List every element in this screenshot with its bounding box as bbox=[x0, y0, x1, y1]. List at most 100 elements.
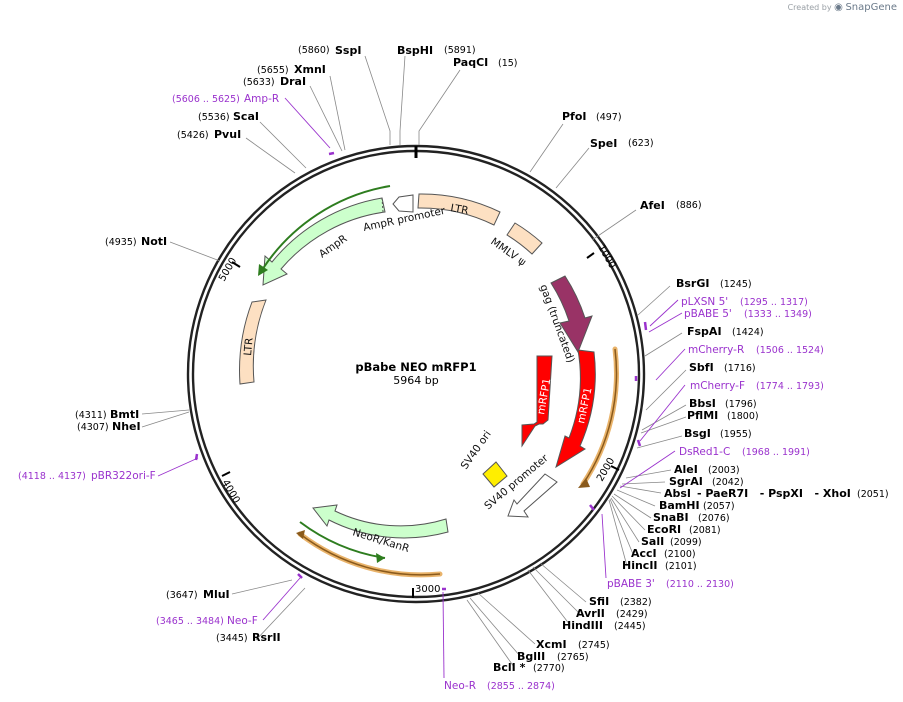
site-pos: (5633) bbox=[243, 77, 275, 88]
site-sspi[interactable]: (5860) SspI bbox=[298, 44, 361, 57]
site-name: XcmI bbox=[536, 638, 567, 651]
site-xcmi[interactable]: XcmI (2745) bbox=[536, 638, 610, 651]
site-rsrii[interactable]: (3445) RsrII bbox=[216, 631, 281, 644]
site-pflmi[interactable]: PflMI (1800) bbox=[687, 409, 759, 422]
site-pfoi[interactable]: PfoI (497) bbox=[562, 110, 622, 123]
primer-mcherry-r[interactable]: mCherry-R (1506 .. 1524) bbox=[688, 344, 824, 356]
snapgene-credit: Created by ◉ SnapGene bbox=[788, 2, 897, 13]
primer-name: Neo-R bbox=[444, 680, 476, 692]
site-absi[interactable]: AbsI - PaeR7I - PspXI - XhoI (2051) bbox=[664, 487, 889, 500]
feature-ltr-top-label: LTR bbox=[449, 202, 469, 217]
site-avrii[interactable]: AvrII (2429) bbox=[576, 607, 648, 620]
primer-leader bbox=[601, 513, 607, 579]
feature-mrfp1-inner[interactable] bbox=[521, 355, 553, 448]
site-sgrai[interactable]: SgrAI (2042) bbox=[669, 475, 744, 488]
site-alei[interactable]: AleI (2003) bbox=[674, 463, 740, 476]
feature-neor-kanr[interactable] bbox=[312, 504, 449, 539]
site-paqci[interactable]: PaqCI (15) bbox=[453, 56, 518, 69]
feature-ampr[interactable] bbox=[262, 197, 386, 286]
site-scai[interactable]: (5536) ScaI bbox=[198, 110, 259, 123]
site-sali[interactable]: SalI (2099) bbox=[641, 535, 702, 548]
primer-mark bbox=[589, 504, 595, 511]
site-xmni[interactable]: (5655) XmnI bbox=[257, 63, 326, 76]
feature-orange-band-bottom-line bbox=[299, 533, 441, 576]
feature-ampr-promoter[interactable] bbox=[392, 194, 414, 213]
site-bsrgi[interactable]: BsrGI (1245) bbox=[676, 277, 752, 290]
feature-ltr-left[interactable] bbox=[239, 299, 267, 385]
site-bglii[interactable]: BglII (2765) bbox=[517, 650, 589, 663]
site-name: NheI bbox=[112, 420, 141, 433]
site-snabi[interactable]: SnaBI (2076) bbox=[653, 511, 730, 524]
site-bsphi[interactable]: BspHI (5891) bbox=[397, 44, 476, 57]
site-mlui[interactable]: (3647) MluI bbox=[166, 588, 230, 601]
site-pvui[interactable]: (5426) PvuI bbox=[177, 128, 241, 141]
primer-name: DsRed1-C bbox=[679, 446, 730, 458]
primer-plxsn-5[interactable]: pLXSN 5' (1295 .. 1317) bbox=[681, 296, 808, 308]
primer-range: (5606 .. 5625) bbox=[172, 94, 240, 105]
primer-dsred1-c[interactable]: DsRed1-C (1968 .. 1991) bbox=[679, 446, 810, 458]
site-acci[interactable]: AccI (2100) bbox=[631, 547, 696, 560]
primer-pbabe-3[interactable]: pBABE 3' (2110 .. 2130) bbox=[607, 578, 734, 590]
primer-pbabe-5[interactable]: pBABE 5' (1333 .. 1349) bbox=[684, 308, 812, 320]
site-sfii[interactable]: SfiI (2382) bbox=[589, 595, 652, 608]
plasmid-name: pBabe NEO mRFP1 bbox=[355, 360, 476, 374]
leader-line bbox=[169, 241, 221, 262]
site-pos: (2429) bbox=[616, 609, 648, 620]
feature-mrfp1-outer[interactable] bbox=[555, 349, 596, 469]
primer-range: (3465 .. 3484) bbox=[156, 616, 224, 627]
primer-mcherry-f[interactable]: mCherry-F (1774 .. 1793) bbox=[690, 380, 824, 392]
feature-orange-band-right-arrow bbox=[578, 478, 590, 488]
primer-leader bbox=[284, 97, 331, 149]
site-drai[interactable]: (5633) DraI bbox=[243, 75, 306, 88]
site-pos: (886) bbox=[676, 200, 702, 211]
primer-marks bbox=[194, 151, 648, 591]
leader-line bbox=[329, 75, 346, 151]
site-pos: (5536) bbox=[198, 112, 230, 123]
leader-line bbox=[609, 498, 634, 555]
site-pos: (3445) bbox=[216, 633, 248, 644]
primer-name: pBABE 5' bbox=[684, 308, 732, 320]
site-afei[interactable]: AfeI (886) bbox=[640, 199, 702, 212]
site-bsgi[interactable]: BsgI (1955) bbox=[684, 427, 752, 440]
site-bmti[interactable]: (4311) BmtI bbox=[75, 408, 139, 421]
site-fspai[interactable]: FspAI (1424) bbox=[687, 325, 764, 338]
site-sbfi[interactable]: SbfI (1716) bbox=[689, 361, 756, 374]
feature-mmlv-psi[interactable] bbox=[506, 222, 543, 255]
primer-amp-r[interactable]: (5606 .. 5625) Amp-R bbox=[172, 93, 279, 105]
primer-leader bbox=[619, 450, 676, 489]
feature-sv40-ori-label: SV40 ori bbox=[459, 429, 494, 472]
site-bcli[interactable]: BclI * (2770) bbox=[493, 661, 565, 674]
feature-sv40-promoter[interactable] bbox=[507, 473, 558, 518]
site-pos: (1796) bbox=[725, 399, 757, 410]
primer-mark bbox=[643, 321, 648, 331]
site-bbsi[interactable]: BbsI (1796) bbox=[689, 397, 757, 410]
site-hindiii[interactable]: HindIII (2445) bbox=[562, 619, 646, 632]
feature-orange-band-right-line bbox=[582, 348, 618, 485]
leader-line bbox=[309, 85, 343, 152]
site-name: BsgI bbox=[684, 427, 711, 440]
site-ecori[interactable]: EcoRI (2081) bbox=[647, 523, 721, 536]
leader-line bbox=[529, 123, 564, 173]
leader-line bbox=[364, 55, 391, 145]
primer-pbr322ori-f[interactable]: (4118 .. 4137) pBR322ori-F bbox=[18, 470, 156, 482]
primer-neo-r[interactable]: Neo-R (2855 .. 2874) bbox=[444, 680, 555, 692]
site-name: AccI bbox=[631, 547, 657, 560]
leader-line bbox=[641, 404, 687, 431]
leader-line bbox=[619, 485, 662, 494]
site-pos: (2051) bbox=[857, 489, 889, 500]
leader-line bbox=[245, 137, 296, 174]
site-spei[interactable]: SpeI (623) bbox=[590, 137, 654, 150]
site-name: BclI * bbox=[493, 661, 526, 674]
primer-range: (1333 .. 1349) bbox=[744, 309, 812, 320]
feature-ltr-top[interactable] bbox=[417, 193, 501, 226]
site-pos: (15) bbox=[498, 58, 518, 69]
site-nhei[interactable]: (4307) NheI bbox=[77, 420, 141, 433]
site-hincii[interactable]: HincII (2101) bbox=[622, 559, 697, 572]
leader-line bbox=[399, 55, 406, 145]
site-bamhi[interactable]: BamHI (2057) bbox=[659, 499, 735, 512]
site-name: BbsI bbox=[689, 397, 716, 410]
feature-sv40-ori[interactable] bbox=[482, 461, 508, 488]
primer-name: mCherry-F bbox=[690, 380, 745, 392]
primer-neo-f[interactable]: (3465 .. 3484) Neo-F bbox=[156, 615, 258, 627]
site-noti[interactable]: (4935) NotI bbox=[105, 235, 167, 248]
